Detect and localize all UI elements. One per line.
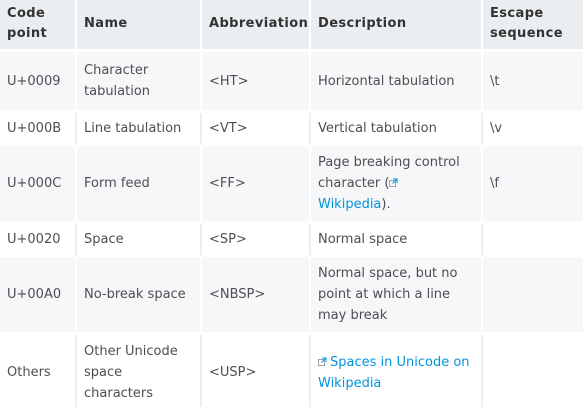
cell-abbreviation: <NBSP> <box>202 257 311 335</box>
cell-abbreviation: <USP> <box>202 335 311 407</box>
cell-description: Page breaking control character ( Wikiped… <box>311 146 483 224</box>
cell-escape-sequence <box>483 224 583 257</box>
table-row: U+00A0 No-break space <NBSP> Normal spac… <box>0 257 583 335</box>
spaces-in-unicode-link[interactable]: Spaces in Unicode on Wikipedia <box>318 354 470 391</box>
header-escape-sequence: Escape sequence <box>483 0 583 52</box>
cell-name: No-break space <box>77 257 202 335</box>
cell-code-point: U+000C <box>0 146 77 224</box>
cell-name: Other Unicode space characters <box>77 335 202 407</box>
cell-escape-sequence: \t <box>483 52 583 113</box>
cell-name: Space <box>77 224 202 257</box>
cell-abbreviation: <VT> <box>202 113 311 146</box>
cell-code-point: U+0020 <box>0 224 77 257</box>
table-header-row: Code point Name Abbreviation Description… <box>0 0 583 52</box>
external-link-icon <box>318 357 327 366</box>
table-row: U+0020 Space <SP> Normal space <box>0 224 583 257</box>
cell-description: Spaces in Unicode on Wikipedia <box>311 335 483 407</box>
cell-code-point: Others <box>0 335 77 407</box>
table-row: U+0009 Character tabulation <HT> Horizon… <box>0 52 583 113</box>
cell-code-point: U+000B <box>0 113 77 146</box>
cell-code-point: U+00A0 <box>0 257 77 335</box>
cell-name: Character tabulation <box>77 52 202 113</box>
cell-name: Line tabulation <box>77 113 202 146</box>
cell-escape-sequence: \f <box>483 146 583 224</box>
header-description: Description <box>311 0 483 52</box>
cell-escape-sequence: \v <box>483 113 583 146</box>
cell-code-point: U+0009 <box>0 52 77 113</box>
cell-description: Normal space <box>311 224 483 257</box>
header-abbreviation: Abbreviation <box>202 0 311 52</box>
cell-name: Form feed <box>77 146 202 224</box>
cell-description: Normal space, but no point at which a li… <box>311 257 483 335</box>
wikipedia-link[interactable]: Wikipedia <box>318 197 382 212</box>
header-name: Name <box>77 0 202 52</box>
table-row: U+000C Form feed <FF> Page breaking cont… <box>0 146 583 224</box>
table-row: U+000B Line tabulation <VT> Vertical tab… <box>0 113 583 146</box>
cell-abbreviation: <FF> <box>202 146 311 224</box>
cell-escape-sequence <box>483 257 583 335</box>
table-row: Others Other Unicode space characters <U… <box>0 335 583 407</box>
description-text-suffix: ). <box>381 197 391 212</box>
cell-description: Horizontal tabulation <box>311 52 483 113</box>
description-text: Page breaking control character ( <box>318 155 460 191</box>
cell-abbreviation: <HT> <box>202 52 311 113</box>
cell-description: Vertical tabulation <box>311 113 483 146</box>
header-code-point: Code point <box>0 0 77 52</box>
cell-abbreviation: <SP> <box>202 224 311 257</box>
cell-escape-sequence <box>483 335 583 407</box>
external-link-icon <box>389 178 398 187</box>
